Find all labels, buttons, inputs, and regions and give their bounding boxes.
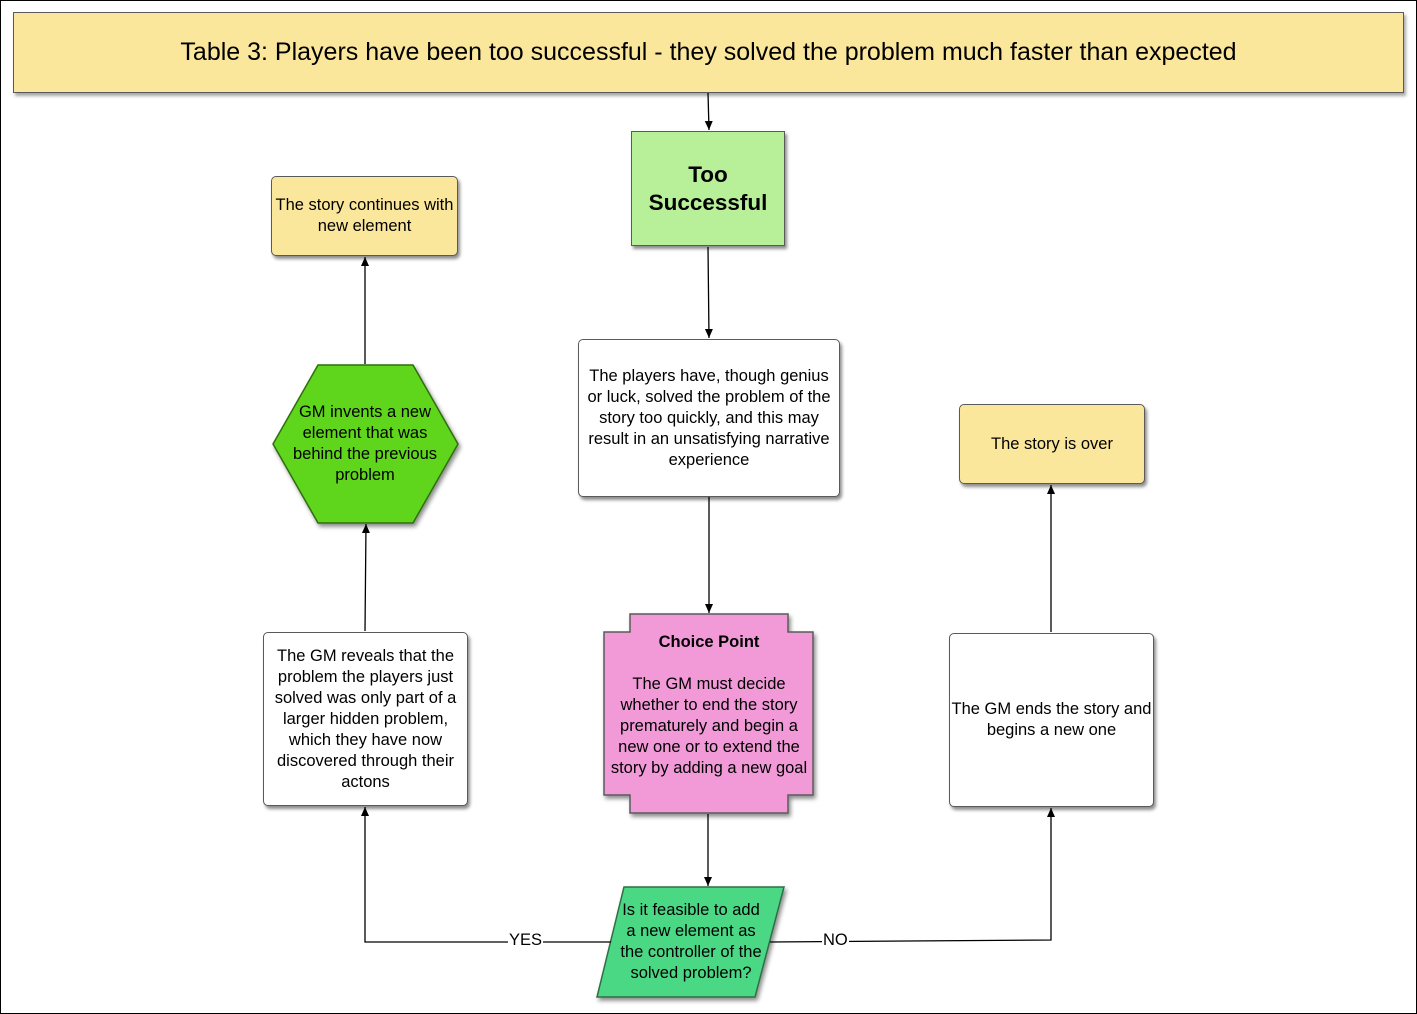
gm-reveals-node: The GM reveals that the problem the play… bbox=[263, 632, 468, 806]
arrow-no-to-gm-ends bbox=[769, 808, 1055, 943]
choice-point-body: The GM must decide whether to end the st… bbox=[610, 675, 808, 777]
story-continues-node: The story continues with new element bbox=[271, 176, 458, 256]
feasible-question-text: Is it feasible to add a new element as t… bbox=[620, 901, 762, 982]
choice-point-shape bbox=[603, 613, 814, 814]
choice-point-title: Choice Point bbox=[658, 633, 760, 651]
gm-ends-node: The GM ends the story and begins a new o… bbox=[949, 633, 1154, 807]
arrow-gm-reveals-to-hexagon bbox=[361, 523, 370, 632]
players-solved-node: The players have, though genius or luck,… bbox=[578, 339, 840, 497]
feasible-parallelogram bbox=[596, 886, 785, 998]
story-over-node: The story is over bbox=[959, 404, 1145, 484]
yes-edge-label: YES bbox=[508, 931, 544, 949]
too-successful-node: Too Successful bbox=[631, 131, 785, 246]
arrow-yes-to-gm-reveals bbox=[361, 807, 611, 943]
no-edge-label: NO bbox=[822, 931, 849, 949]
gm-invents-hexagon bbox=[272, 364, 459, 524]
gm-invents-text: GM invents a new element that was behind… bbox=[292, 403, 438, 484]
arrow-too-successful-to-players bbox=[704, 246, 713, 339]
arrow-title-to-too-successful bbox=[704, 92, 713, 131]
diagram-title: Table 3: Players have been too successfu… bbox=[13, 12, 1404, 93]
